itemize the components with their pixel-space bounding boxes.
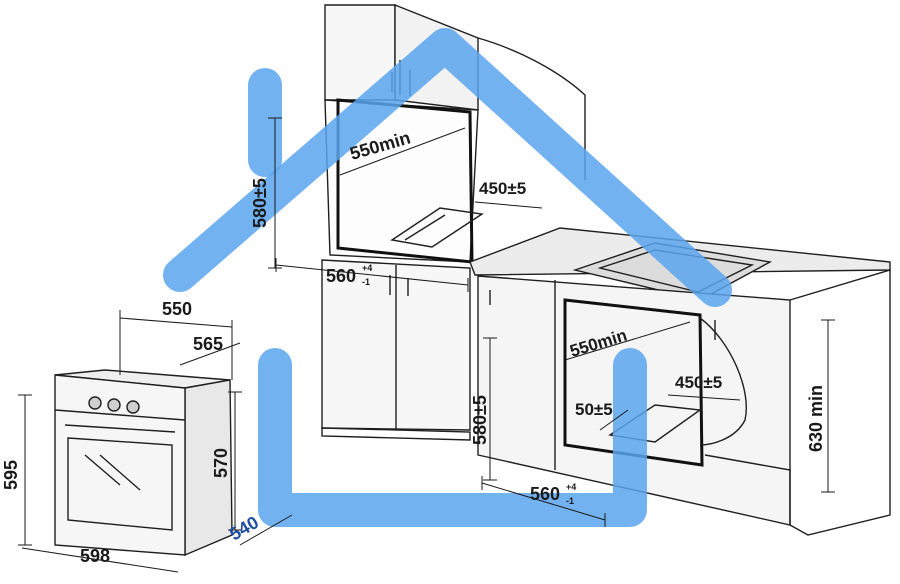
label-wall-oven-depth: 450±5 (479, 179, 526, 198)
label-wall-niche-tol-minus: -1 (362, 277, 370, 287)
dimension-lines (18, 117, 835, 573)
label-oven-width: 598 (80, 546, 110, 566)
label-under-oven-height: 580±5 (470, 395, 490, 445)
oven-knob-icon (126, 400, 140, 414)
oven-knob-icon (88, 396, 102, 410)
label-oven-height-total: 595 (1, 460, 21, 490)
lower-left-cabinet (321, 259, 471, 441)
label-under-oven-depth: 450±5 (675, 373, 722, 392)
label-wall-oven-height: 580±5 (250, 178, 270, 228)
label-oven-depth-body: 565 (193, 334, 223, 354)
label-under-niche-tol-plus: +4 (566, 482, 576, 492)
oven-knob-icon (107, 398, 121, 412)
label-wall-niche-width: 560 (326, 266, 356, 286)
house-logo (163, 28, 732, 527)
label-under-niche-tol-minus: -1 (566, 496, 574, 506)
oven-appliance (54, 369, 233, 557)
label-wall-niche-tol-plus: +4 (362, 263, 372, 273)
label-under-niche-width: 560 (530, 484, 560, 504)
label-oven-height-body: 570 (211, 448, 231, 478)
label-oven-depth-total: 550 (162, 299, 192, 319)
label-counter-height: 630 min (806, 385, 826, 452)
label-under-oven-gap: 50±5 (575, 400, 613, 419)
